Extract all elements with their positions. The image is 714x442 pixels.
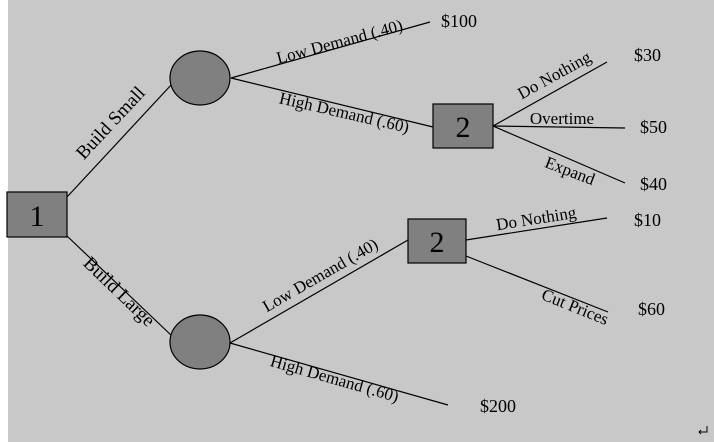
return-arrow-icon [698,426,708,435]
decision-node-2-top-box [432,103,494,149]
edge-large-high [229,342,449,406]
decision-node-2-top-label: 2 [456,111,471,144]
edge-build-large [66,235,173,337]
payoff-small-do-nothing: $30 [634,45,661,65]
diagram-background [8,0,714,442]
edge-small-overtime [492,125,626,129]
edge-small-do-nothing [492,61,608,127]
decision-node-1-box [6,191,68,238]
payoff-large-cut-prices: $60 [638,299,665,319]
decision-node-1-label: 1 [30,200,45,233]
payoff-large-do-nothing: $10 [634,210,661,230]
edge-small-low [230,21,431,79]
edge-small-expand [492,125,626,184]
branch-small-overtime-label: Overtime [530,109,594,128]
decision-node-2-bottom-box [407,218,467,264]
chance-node-large [169,314,231,370]
decision-node-2-bottom-label: 2 [430,226,445,259]
edge-large-low [229,239,409,344]
edge-build-small [66,83,173,198]
payoff-small-overtime: $50 [640,117,667,137]
edge-small-high [230,77,434,128]
tree-edges [66,21,626,406]
edge-large-do-nothing [465,217,608,241]
chance-node-small [169,50,231,106]
edge-large-cut-prices [465,255,609,313]
payoff-small-expand: $40 [640,174,667,194]
payoff-large-high: $200 [480,396,516,416]
payoff-small-low: $100 [441,11,477,31]
